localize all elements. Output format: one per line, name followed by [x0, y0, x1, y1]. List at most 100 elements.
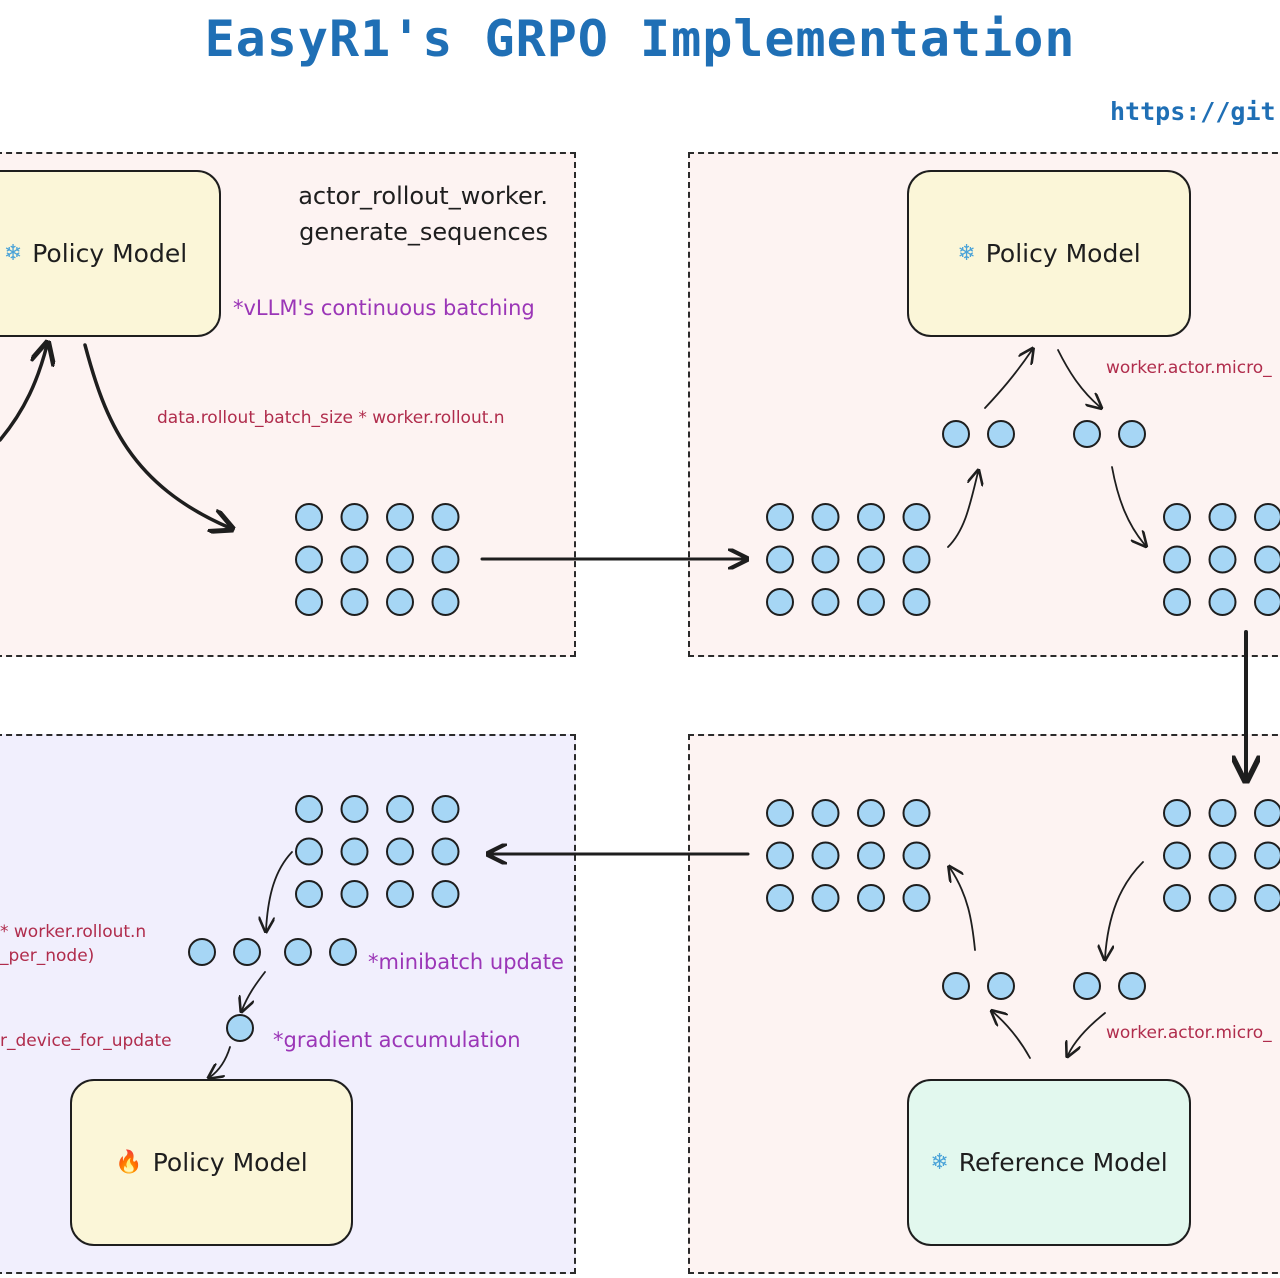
- micro-batch-sample: [987, 420, 1015, 448]
- flow-arrow: [1068, 1012, 1106, 1055]
- logprob-input-sample: [902, 503, 931, 531]
- reference-input-sample: [1254, 841, 1280, 870]
- rollout-function-line2: generate_sequences: [299, 218, 548, 246]
- reference-output-sample: [811, 841, 840, 870]
- reference-input-sample: [1163, 841, 1191, 870]
- flow-arrow: [0, 345, 47, 442]
- snowflake-icon: ❄: [957, 241, 976, 266]
- update-sample: [340, 880, 369, 908]
- reference-model: ❄ Reference Model: [907, 1079, 1191, 1246]
- reference-input-sample: [1254, 799, 1280, 827]
- reference-output-sample: [766, 841, 794, 870]
- logprob-output-sample: [1163, 545, 1191, 574]
- reference-output-sample: [857, 884, 885, 912]
- logprob-policy-model: ❄ Policy Model: [907, 170, 1191, 337]
- reference-output-sample: [766, 884, 794, 912]
- reference-input-sample: [1208, 884, 1237, 912]
- logprob-input-sample: [811, 503, 840, 531]
- reference-output-sample: [811, 884, 840, 912]
- flow-arrow: [210, 1046, 231, 1077]
- minibatch-sample: [233, 938, 261, 966]
- rollout-sample: [431, 588, 460, 616]
- rollout-policy-model: ❄ Policy Model: [0, 170, 221, 337]
- logprob-input-sample: [857, 545, 885, 574]
- micro-batch-sample: [942, 420, 970, 448]
- rollout-sample: [295, 588, 323, 616]
- minibatch-sample: [188, 938, 216, 966]
- logprob-input-sample: [902, 588, 931, 616]
- rollout-sample: [340, 545, 369, 574]
- logprob-input-sample: [811, 545, 840, 574]
- update-policy-model-label: Policy Model: [152, 1148, 308, 1177]
- reference-output-sample: [811, 799, 840, 827]
- minibatch-sample: [329, 938, 357, 966]
- reference-input-sample: [1163, 799, 1191, 827]
- update-sample: [431, 795, 460, 823]
- reference-input-sample: [1208, 841, 1237, 870]
- logprob-output-sample: [1208, 545, 1237, 574]
- logprob-input-sample: [857, 503, 885, 531]
- logprob-input-sample: [766, 503, 794, 531]
- micro-batch-sample: [1118, 420, 1146, 448]
- reference-input-sample: [1208, 799, 1237, 827]
- flow-arrow: [984, 350, 1032, 409]
- flow-arrow: [1111, 466, 1145, 545]
- reference-model-label: Reference Model: [958, 1148, 1168, 1177]
- logprob-output-sample: [1163, 503, 1191, 531]
- device-for-update-label: r_device_for_update: [0, 1031, 172, 1051]
- update-sample: [295, 795, 323, 823]
- flow-arrow: [950, 868, 976, 951]
- update-sample: [340, 837, 369, 866]
- logprob-input-sample: [811, 588, 840, 616]
- reference-micro-label: worker.actor.micro_: [1106, 1023, 1272, 1043]
- reference-output-sample: [902, 841, 931, 870]
- gradient-accumulation-note: *gradient accumulation: [273, 1028, 521, 1052]
- flow-arrow: [266, 851, 293, 930]
- rollout-sample: [386, 503, 414, 531]
- logprob-input-sample: [766, 588, 794, 616]
- rollout-function-name: actor_rollout_worker. generate_sequences: [298, 178, 548, 250]
- flow-arrow: [993, 1012, 1031, 1059]
- logprob-output-sample: [1163, 588, 1191, 616]
- logprob-input-sample: [857, 588, 885, 616]
- rollout-sample: [295, 545, 323, 574]
- update-formula-line1: * worker.rollout.n: [0, 922, 147, 942]
- reference-output-sample: [902, 799, 931, 827]
- micro-batch-sample: [1118, 972, 1146, 1000]
- update-sample: [386, 880, 414, 908]
- update-sample: [431, 837, 460, 866]
- reference-output-sample: [902, 884, 931, 912]
- reference-output-sample: [857, 799, 885, 827]
- repo-url-link[interactable]: https://git: [1110, 97, 1276, 126]
- logprob-output-sample: [1254, 588, 1280, 616]
- reference-input-sample: [1254, 884, 1280, 912]
- micro-batch-sample: [1073, 420, 1101, 448]
- update-sample: [386, 837, 414, 866]
- micro-batch-sample: [987, 972, 1015, 1000]
- rollout-sample: [295, 503, 323, 531]
- rollout-batch-label: data.rollout_batch_size * worker.rollout…: [157, 408, 505, 428]
- logprob-output-sample: [1254, 503, 1280, 531]
- rollout-sample: [431, 545, 460, 574]
- reference-input-sample: [1163, 884, 1191, 912]
- flow-arrow: [947, 472, 978, 548]
- rollout-sample: [386, 545, 414, 574]
- flow-arrow: [242, 971, 266, 1010]
- snowflake-icon: ❄: [3, 241, 23, 266]
- rollout-sample: [340, 588, 369, 616]
- update-policy-model: 🔥 Policy Model: [70, 1079, 353, 1246]
- minibatch-update-note: *minibatch update: [368, 950, 564, 974]
- reference-output-sample: [857, 841, 885, 870]
- fire-icon: 🔥: [115, 1150, 143, 1175]
- logprob-input-sample: [766, 545, 794, 574]
- logprob-output-sample: [1208, 588, 1237, 616]
- flow-arrow: [83, 343, 230, 528]
- update-sample: [295, 837, 323, 866]
- reference-output-sample: [766, 799, 794, 827]
- rollout-sample: [386, 588, 414, 616]
- flow-arrow: [1105, 861, 1144, 958]
- gradient-accum-sample: [226, 1014, 254, 1042]
- update-sample: [295, 880, 323, 908]
- logprob-input-sample: [902, 545, 931, 574]
